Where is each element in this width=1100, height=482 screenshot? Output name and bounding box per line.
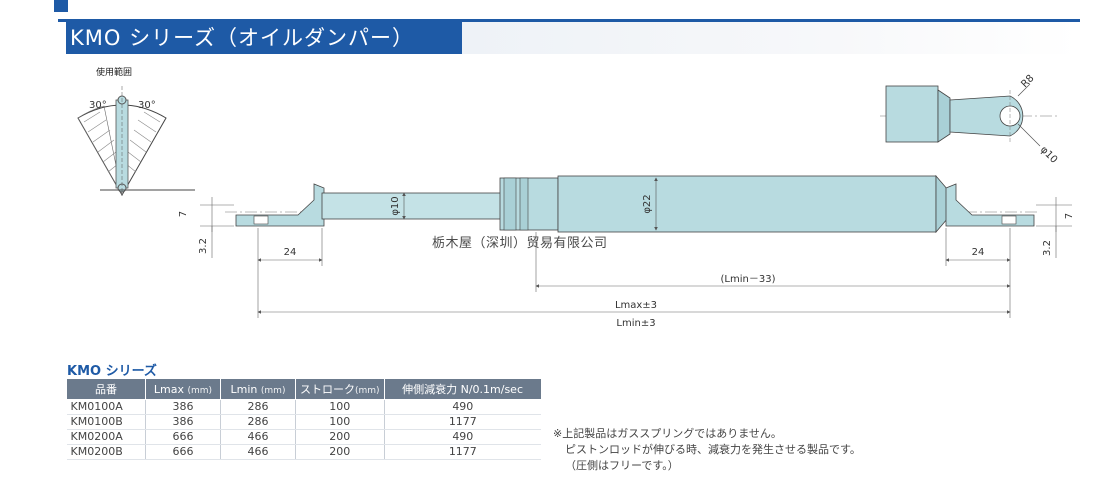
right-thickness-label: 7 (1064, 213, 1075, 219)
table-title: KMO シリーズ (67, 364, 157, 379)
range-title: 使用範囲 (96, 66, 132, 78)
detail-radius-label: R8 (1019, 73, 1036, 90)
cell-lmax: 386 (145, 414, 221, 430)
left-thickness-label: 7 (178, 211, 189, 217)
cell-lmin: 286 (220, 414, 296, 430)
angle-right-label: 30° (138, 100, 156, 111)
piston-rod (321, 192, 503, 220)
length-dims (257, 232, 1011, 314)
cell-part-no: KM0100A (66, 399, 146, 415)
lmax-label: Lmax±3 (615, 300, 657, 311)
cell-stroke: 200 (295, 444, 385, 460)
right-bracket-width-label: 24 (972, 247, 985, 258)
left-bracket (235, 183, 325, 227)
cell-part-no: KM0200B (66, 444, 146, 460)
company-watermark: 栃木屋（深圳）贸易有限公司 (432, 236, 608, 251)
cell-damping-force: 1177 (383, 444, 542, 460)
note-line: ピストンロッドが伸びる時、減衰力を発生させる製品です。 (565, 443, 861, 456)
left-offset-label: 3.2 (198, 238, 209, 254)
left-bracket-width-label: 24 (284, 247, 297, 258)
table-row: KM0100A 386 286 100 490 (66, 399, 542, 415)
cell-lmin: 466 (220, 444, 296, 460)
notes: ※上記製品はガススプリングではありません。 ピストンロッドが伸びる時、減衰力を発… (553, 426, 861, 474)
cell-lmin: 466 (220, 429, 296, 445)
cell-part-no: KM0200A (66, 429, 146, 445)
cell-damping-force: 1177 (383, 414, 542, 430)
rod-diameter-label: φ10 (390, 196, 401, 215)
header-accent-square (54, 0, 68, 12)
title-banner (66, 22, 462, 54)
usage-range-diagram (77, 86, 195, 197)
table-row: KM0200A 666 466 200 490 (66, 429, 542, 445)
cell-damping-force: 490 (383, 399, 542, 415)
col-header-damping-force: 伸側減衰力 N/0.1m/sec (383, 378, 542, 400)
cell-lmax: 666 (145, 429, 221, 445)
stroke-length-label: (Lmin－33) (721, 274, 776, 285)
right-bracket (945, 183, 1035, 227)
cell-damping-force: 490 (383, 429, 542, 445)
right-offset-label: 3.2 (1042, 240, 1053, 256)
bracket-width-dims (257, 228, 1011, 318)
col-header-part-no: 品番 (66, 378, 146, 400)
banner-fade (462, 22, 1080, 54)
page-title: KMO シリーズ（オイルダンパー） (70, 26, 415, 50)
cylinder-body (499, 174, 949, 234)
cell-lmax: 666 (145, 444, 221, 460)
cell-stroke: 100 (295, 399, 385, 415)
table-row: KM0200B 666 466 200 1177 (66, 444, 542, 460)
note-line: ※上記製品はガススプリングではありません。 (553, 427, 782, 440)
col-header-stroke: ストローク(mm) (295, 378, 385, 400)
right-vertical-dims (1036, 197, 1072, 258)
table-header-row: 品番 Lmax (mm) Lmin (mm) ストローク(mm) 伸側減衰力 N… (66, 378, 542, 400)
cell-stroke: 200 (295, 429, 385, 445)
note-line: （圧側はフリーです。） (565, 459, 679, 472)
detail-hole-label: φ10 (1038, 144, 1059, 165)
header-rule (58, 19, 1080, 22)
body-diameter-label: φ22 (642, 194, 653, 213)
cell-part-no: KM0100B (66, 414, 146, 430)
table-row: KM0100B 386 286 100 1177 (66, 414, 542, 430)
angle-left-label: 30° (89, 100, 107, 111)
lmin-label: Lmin±3 (616, 318, 655, 329)
cell-lmin: 286 (220, 399, 296, 415)
spec-table: 品番 Lmax (mm) Lmin (mm) ストローク(mm) 伸側減衰力 N… (66, 378, 542, 460)
cell-stroke: 100 (295, 414, 385, 430)
cell-lmax: 386 (145, 399, 221, 415)
left-vertical-dims (200, 197, 234, 258)
rod-end-detail (880, 83, 1060, 147)
col-header-lmax: Lmax (mm) (145, 378, 221, 400)
col-header-lmin: Lmin (mm) (220, 378, 296, 400)
